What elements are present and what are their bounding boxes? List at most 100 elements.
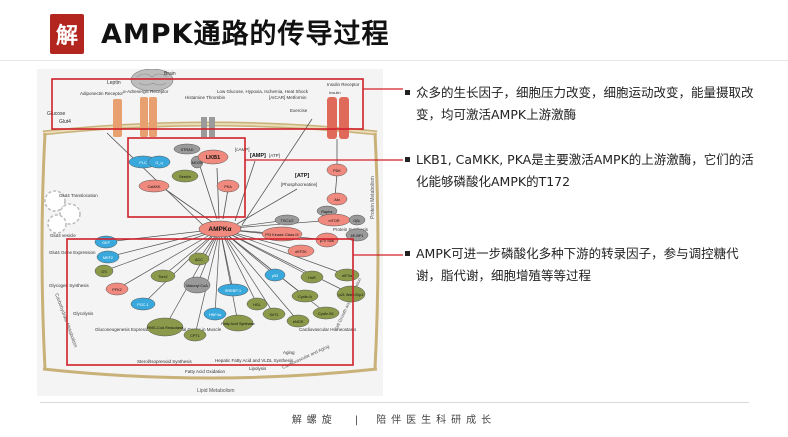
bullet-3 [405,251,410,256]
atp-label: [ATP] [295,173,309,179]
node-label-malonyl: Malonyl CoA [186,284,208,288]
node-hsl: HSL [246,297,268,311]
note-upstream-kinases: LKB1, CaMKK, PKA是主要激活AMPK的上游激酶，它们的活化能够磷酸… [416,152,754,189]
note-downstream-targets: AMPK可进一步磷酸化多种下游的转录因子，参与调控糖代谢，脂代谢，细胞增殖等等过… [416,246,739,283]
node-sestrin: Sestrin [171,169,199,183]
connector-enos [219,228,299,322]
node-label-hmgcoa: HMG-CoA Reductase [147,326,184,330]
node-p21: p21 Waf1/Cip1 [336,285,366,303]
node-label-pka: PKA [224,185,232,189]
connector-hsl [219,228,258,305]
node-label-camkk: CaMKK [147,185,161,189]
hepatic-label: Hepatic Fatty Acid and VLDL Synthesis [215,358,294,363]
node-label-enos: eNOS [293,320,304,324]
footer-divider [40,402,749,403]
note-upstream-signals: 众多的生长因子，细胞压力改变，细胞运动改变，能量摄取改变，均可激活AMPK上游激… [416,85,754,122]
glut4-vesicles [44,190,81,234]
fa-oxidation-label: Fatty Acid Oxidation [185,369,226,374]
amp-label: [AMP] [250,153,266,159]
node-label-eef2k: eEF2K [295,250,307,254]
camp-label: [cAMP] [235,147,250,152]
node-label-pi3k: PI3 Kinase Class III [265,233,298,237]
node-label-cyclin-a: Cyclin A [298,295,312,299]
node-label-lkb1: LKB1 [206,155,220,161]
connector-sirt1 [219,228,275,315]
node-label-pgc1: PGC-1 [137,303,149,307]
node-tsc12: TSC1/2 [274,214,300,226]
glucose-label: Glucose [47,111,66,117]
cardio-label: Cardiovascular Homeostasis [299,327,357,332]
node-label-gbl: GβL [353,219,360,223]
bullet-2 [405,157,410,162]
header-divider [0,60,788,61]
protein-synthesis-label: Protein Synthesis [333,227,369,232]
brain-icon [130,69,174,92]
node-label-cpt1: CPT1 [190,334,200,338]
node-label-4ebp1: 4E-BP1 [350,234,363,238]
downstream-targets-highlight [66,238,354,366]
connector-torc2 [162,228,221,277]
brain-label: Brain [164,71,176,77]
node-hmgcoa: HMG-CoA Reductase [147,317,184,337]
histamine-label: Histamine Thrombin [185,95,226,100]
node-pi3k: PI3 Kinase Class III [261,226,303,242]
node-label-srebp: SREBP-1 [225,289,241,293]
node-pdk: PDK [326,163,348,177]
insulin-label: Insulin Receptor [327,82,360,87]
node-srebp: SREBP-1 [217,283,249,297]
connector-hur [219,228,313,278]
node-pfk2: PFK2 [105,282,129,296]
low-glucose-label: Low Glucose, Hypoxia, Ischemia, Heat Sho… [217,89,309,94]
node-pgc1: PGC-1 [130,297,156,311]
node-gs: GS [94,264,114,278]
node-strad: STRAD [173,143,201,155]
node-akt: Akt [326,192,348,206]
footer-separator: | [354,415,359,426]
connector-pgc1 [142,228,221,305]
node-label-strad: STRAD [181,148,194,152]
lipid-metabolism-label: Lipid Metabolism [197,388,235,394]
connector-mef2 [107,228,221,258]
node-label-akt: Akt [334,198,340,202]
insulin-small-label: Insulin [329,90,341,95]
node-label-plc: PLC [139,161,147,165]
connector-eif24 [219,228,348,276]
node-label-eif24: eIF2α [342,274,353,278]
node-label-hsl: HSL [253,303,260,307]
node-gbl: GβL [348,214,366,226]
ampk-pathway-diagram: Brain Leptin α-Adrenergic Receptor Adipo… [37,69,383,396]
node-torc2: Torc2 [150,269,176,283]
connector-gs [103,228,221,272]
node-hur: HuR [300,270,324,284]
connector-hnf4 [214,228,221,315]
node-label-ampk: AMPKα [208,226,231,233]
node-lkb1: LKB1 [197,149,229,165]
node-label-pdk: PDK [333,169,341,173]
node-label-mo25: MO25 [192,161,202,165]
slide-title: AMPK通路的传导过程 [101,19,390,50]
node-4ebp1: 4E-BP1 [345,228,369,242]
node-eef2k: eEF2K [287,244,315,258]
node-label-gef: GEF [102,241,110,245]
glycogen-label: Glycogen Synthesis [49,283,90,288]
node-label-raptor: Raptor [321,210,333,214]
upstream-signals-highlight [51,78,364,130]
footer: 解螺旋|陪伴医生科研成长 [0,411,788,426]
protein-metabolism-label: Protein Metabolism [370,176,376,219]
footer-slogan: 陪伴医生科研成长 [376,415,497,426]
node-label-pfk2: PFK2 [112,288,122,292]
node-p53: p53 [264,268,286,282]
node-cpt1: CPT1 [183,328,207,342]
node-label-sestrin: Sestrin [179,175,191,179]
node-cyclin-b1: Cyclin B1 [312,306,340,320]
node-label-acc: ACC [195,258,203,262]
aging-label: Aging [283,350,295,355]
connector-p21 [219,228,352,295]
node-cyclin-a: Cyclin A [291,289,319,303]
glut4-translocation-label: Glut4 Translocation [59,193,98,198]
node-label-hur: HuR [308,276,316,280]
glycolysis-label: Glycolysis [73,311,94,316]
node-malonyl: Malonyl CoA [183,276,211,294]
lipolysis-label: Lipolysis [249,366,267,371]
